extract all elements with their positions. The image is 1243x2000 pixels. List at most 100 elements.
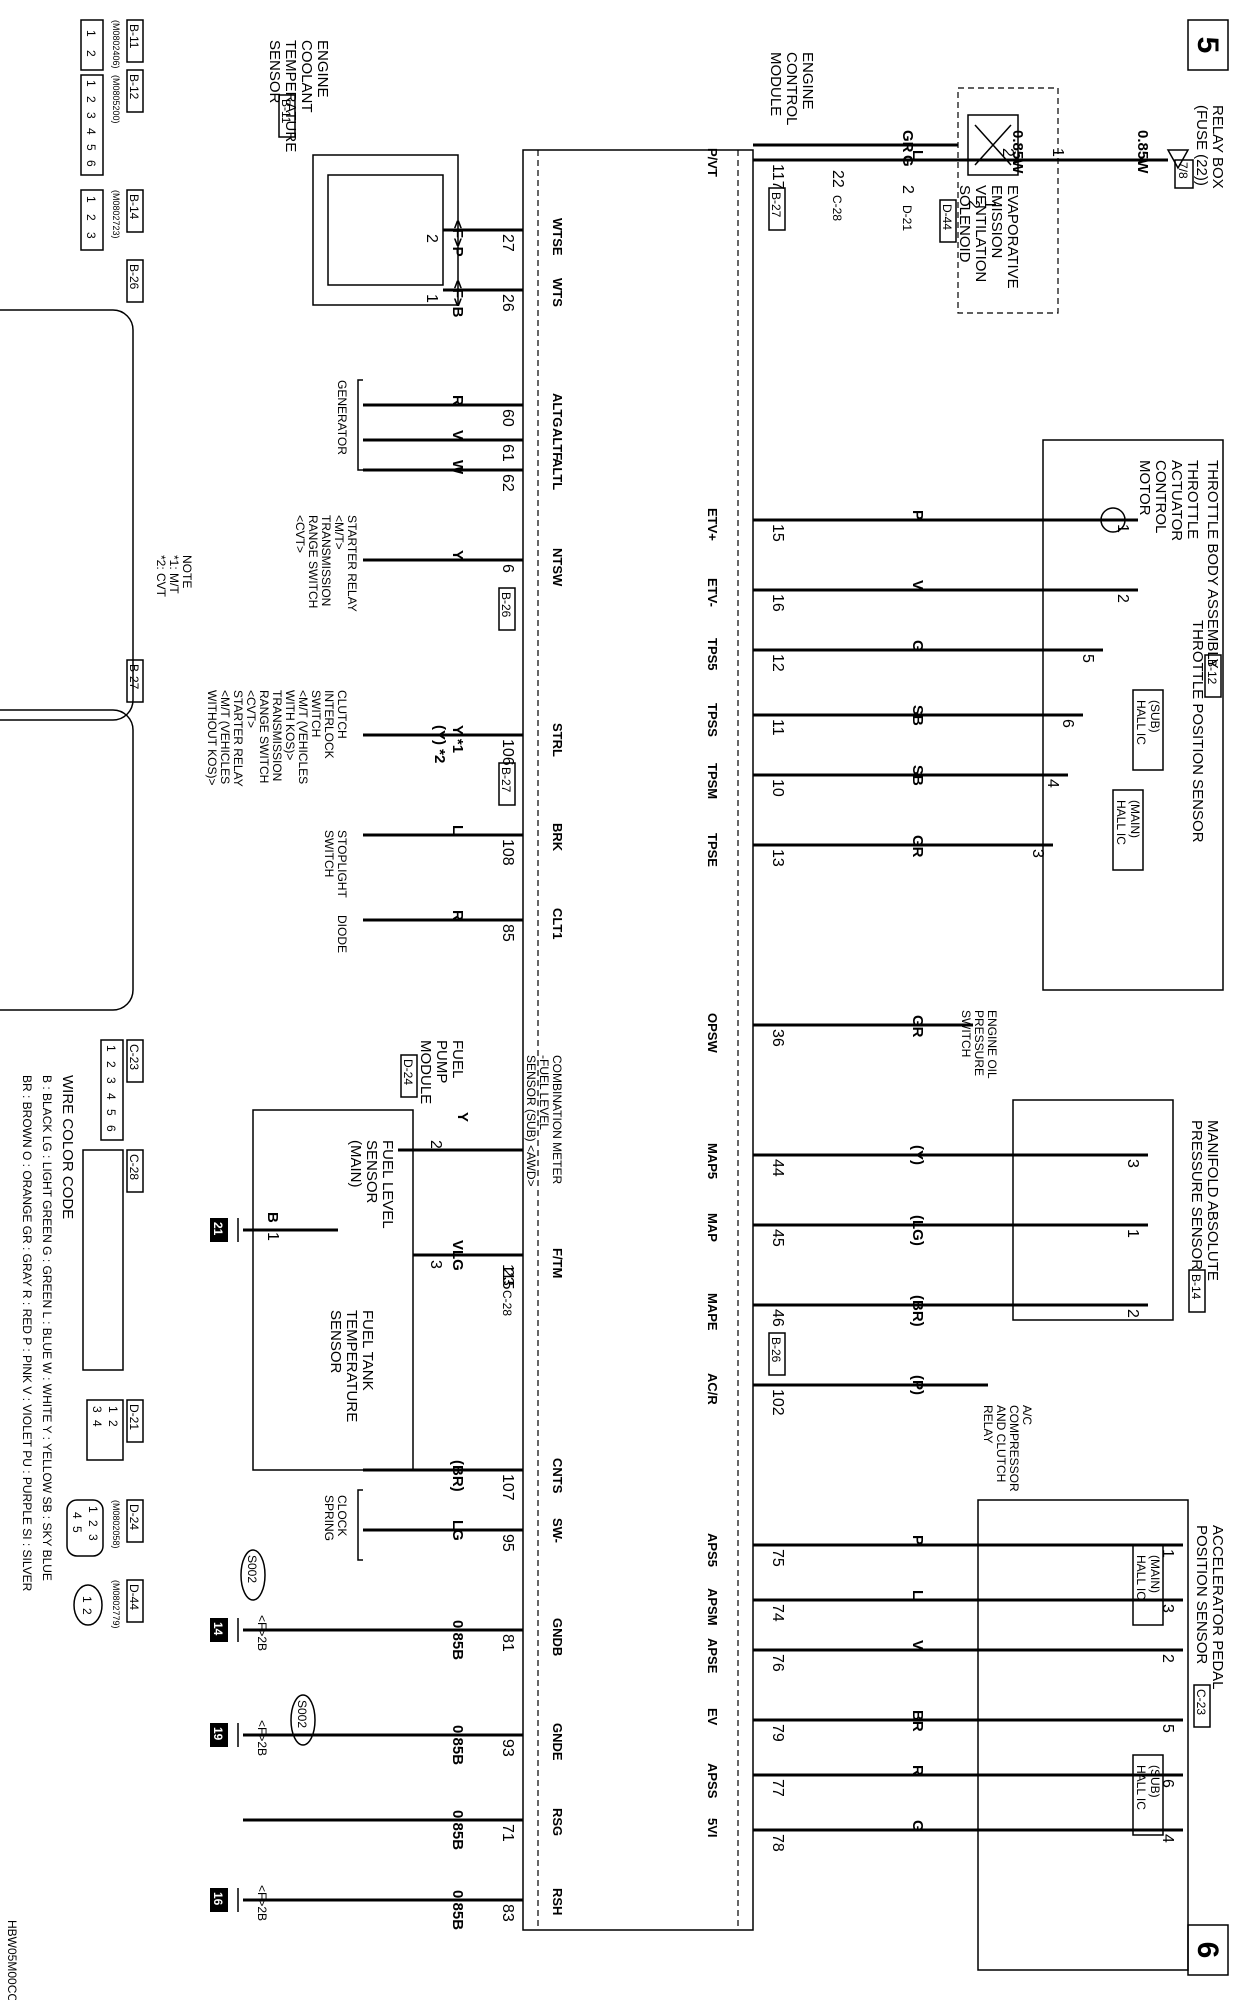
svg-text:3: 3 bbox=[86, 1534, 100, 1541]
wire-color: (BR) bbox=[449, 1460, 466, 1492]
connector-ref-b26: B-26 bbox=[0, 259, 144, 721]
svg-text:MODULE: MODULE bbox=[417, 1040, 434, 1104]
wire-color: L bbox=[909, 1590, 926, 1599]
ecm-pin: 77 bbox=[769, 1779, 786, 1797]
svg-text:THROTTLE: THROTTLE bbox=[1184, 460, 1201, 539]
svg-text:COMPRESSOR: COMPRESSOR bbox=[1007, 1405, 1021, 1492]
svg-text:1: 1 bbox=[80, 1596, 94, 1603]
ecm-pin: 60 bbox=[499, 409, 516, 427]
wire-color: P bbox=[909, 510, 926, 520]
svg-text:PRESSURE: PRESSURE bbox=[972, 1010, 986, 1076]
svg-text:*1: M/T: *1: M/T bbox=[167, 555, 181, 594]
ecm-pin: 93 bbox=[499, 1739, 516, 1757]
signal-name: APSS bbox=[705, 1763, 720, 1799]
svg-text:RELAY: RELAY bbox=[981, 1405, 995, 1443]
fuel-pump-module-box bbox=[252, 1109, 414, 1471]
svg-text:(MAIN): (MAIN) bbox=[1148, 1555, 1162, 1593]
svg-text:-FUEL LEVEL: -FUEL LEVEL bbox=[537, 1055, 551, 1130]
component-pin: 6 bbox=[1059, 719, 1076, 728]
svg-text:RELAY BOX: RELAY BOX bbox=[1209, 105, 1226, 189]
wire-color-code: WIRE COLOR CODE B : BLACK LG : LIGHT GRE… bbox=[20, 1075, 76, 1592]
throttle-position-sensor-label: THROTTLE POSITION SENSOR bbox=[1189, 620, 1206, 843]
svg-text:5: 5 bbox=[70, 1526, 84, 1533]
wire-color: V bbox=[909, 580, 926, 590]
evap-d21-pin: 2 bbox=[899, 185, 916, 194]
ecm-pin: 78 bbox=[769, 1834, 786, 1852]
signal-name: APSM bbox=[705, 1588, 720, 1626]
svg-text:INTERLOCK: INTERLOCK bbox=[322, 690, 336, 759]
signal-name: F/TM bbox=[550, 1248, 565, 1278]
map-sensor-label: MANIFOLD ABSOLUTE PRESSURE SENSOR B-14 bbox=[1188, 1120, 1221, 1313]
ground-tag: <F>2B bbox=[255, 1885, 269, 1921]
svg-text:D-21: D-21 bbox=[127, 1404, 141, 1430]
connector-tag-box bbox=[498, 762, 516, 806]
component-pin: 2 bbox=[423, 234, 440, 243]
clock-spring-label: CLOCK SPRING bbox=[322, 1495, 349, 1541]
svg-text:ACTUATOR: ACTUATOR bbox=[1168, 460, 1185, 541]
wire-color: R bbox=[909, 1765, 926, 1776]
ecm-pin: 95 bbox=[499, 1534, 516, 1552]
component-pin: 3 bbox=[1029, 849, 1046, 858]
wire-color: L bbox=[909, 150, 926, 159]
signal-name: TPSE bbox=[705, 833, 720, 867]
svg-text:(M0802723): (M0802723) bbox=[111, 190, 121, 239]
svg-text:(M0802058): (M0802058) bbox=[111, 1500, 121, 1549]
ecm-pin: 71 bbox=[499, 1824, 516, 1842]
svg-text:6: 6 bbox=[104, 1125, 118, 1132]
component-pin: 2 bbox=[1124, 1309, 1141, 1318]
throttle-body-label: THROTTLE BODY ASSEMBLY B-12 bbox=[1204, 460, 1222, 698]
wire-color: LG bbox=[449, 1520, 466, 1541]
connector-tag-box bbox=[498, 587, 516, 631]
svg-text:B-27: B-27 bbox=[127, 664, 141, 690]
svg-text:HALL IC: HALL IC bbox=[1114, 800, 1128, 845]
generator-bracket bbox=[357, 379, 363, 471]
svg-text:B-12: B-12 bbox=[127, 74, 141, 100]
signal-name: MAPE bbox=[705, 1293, 720, 1331]
signal-name: MAP bbox=[705, 1213, 720, 1242]
svg-text:STARTER RELAY: STARTER RELAY bbox=[345, 515, 359, 612]
svg-text:(M0805200): (M0805200) bbox=[111, 75, 121, 124]
svg-text:C-28: C-28 bbox=[127, 1154, 141, 1180]
evap-pin-2: 2 bbox=[965, 200, 982, 209]
svg-text:PUMP: PUMP bbox=[433, 1040, 450, 1083]
svg-text:C-23: C-23 bbox=[127, 1044, 141, 1070]
connector-ref-c23: C-23 1 2 3 4 5 6 bbox=[100, 1039, 144, 1141]
signal-name: SW- bbox=[550, 1518, 565, 1543]
svg-text:2: 2 bbox=[80, 1608, 94, 1615]
ecm-pin: 106 bbox=[499, 739, 516, 766]
svg-text:5: 5 bbox=[104, 1109, 118, 1116]
svg-text:ENGINE: ENGINE bbox=[314, 40, 331, 98]
signal-name: P/VT bbox=[705, 148, 720, 177]
svg-text:1: 1 bbox=[84, 30, 98, 37]
wire-color-alt: (Y) *2 bbox=[431, 725, 448, 763]
connector-tag-box bbox=[768, 1332, 786, 1376]
svg-text:(MAIN): (MAIN) bbox=[347, 1140, 364, 1188]
component-pin: 4 bbox=[1159, 1834, 1176, 1843]
svg-text:WITH KOS)>: WITH KOS)> bbox=[283, 690, 297, 760]
component-pin: 1 bbox=[423, 294, 440, 303]
svg-text:D-44: D-44 bbox=[940, 204, 954, 230]
svg-text:B-14: B-14 bbox=[127, 194, 141, 220]
wire-color: 0.85B bbox=[449, 1810, 466, 1850]
wire-color: (LG) bbox=[909, 1215, 926, 1246]
ecm-pin: 83 bbox=[499, 1904, 516, 1922]
svg-text:VENTILATION: VENTILATION bbox=[972, 185, 989, 282]
svg-text:HALL IC: HALL IC bbox=[1134, 700, 1148, 745]
svg-text:<M/T (VEHICLES: <M/T (VEHICLES bbox=[296, 690, 310, 784]
svg-text:TRANSMISSION: TRANSMISSION bbox=[270, 690, 284, 781]
wire-color: P bbox=[909, 1535, 926, 1545]
